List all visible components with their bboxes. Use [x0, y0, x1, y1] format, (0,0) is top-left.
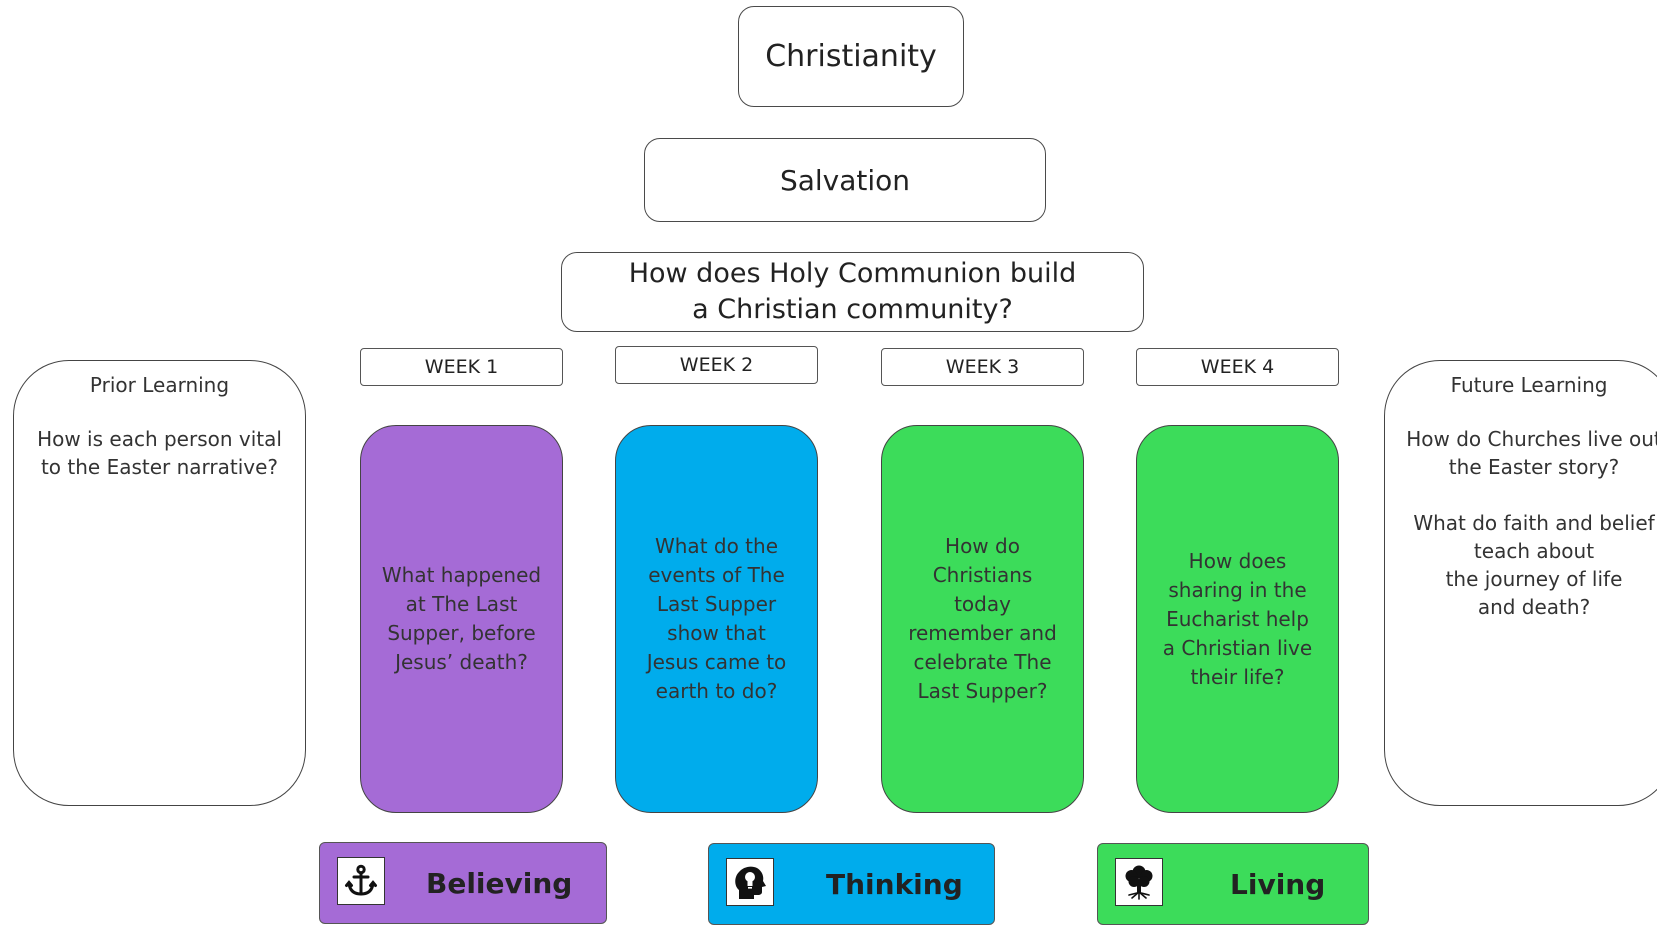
week-2-question: What do the events of The Last Supper sh… — [646, 534, 787, 703]
week-1-label: WEEK 1 — [360, 348, 563, 386]
week-4-question-card: How does sharing in the Eucharist help a… — [1136, 425, 1339, 813]
future-learning-question-1: How do Churches live out the Easter stor… — [1406, 427, 1657, 479]
believing-label: Believing — [426, 867, 573, 900]
week-4-label: WEEK 4 — [1136, 348, 1339, 386]
living-label: Living — [1230, 868, 1326, 901]
topic-label: Salvation — [779, 163, 911, 197]
week-3-question-card: How do Christians today remember and cel… — [881, 425, 1084, 813]
believing-strand: Believing — [319, 842, 607, 924]
anchor-icon — [337, 857, 385, 905]
prior-learning-question: How is each person vital to the Easter n… — [37, 427, 282, 479]
living-strand: Living — [1097, 843, 1369, 925]
prior-learning-box: Prior Learning How is each person vital … — [13, 360, 306, 806]
week-3-question: How do Christians today remember and cel… — [908, 534, 1057, 703]
page-title: Christianity — [765, 39, 937, 74]
big-question-box: How does Holy Communion build a Christia… — [561, 252, 1144, 332]
week-1-question: What happened at The Last Supper, before… — [381, 563, 542, 674]
week-1-question-card: What happened at The Last Supper, before… — [360, 425, 563, 813]
week-4-question: How does sharing in the Eucharist help a… — [1162, 548, 1313, 689]
head-lightbulb-icon — [726, 858, 774, 906]
topic-box: Salvation — [644, 138, 1046, 222]
big-question-line-1: How does Holy Communion build — [628, 257, 1077, 289]
week-2-label: WEEK 2 — [615, 346, 818, 384]
future-learning-question-2: What do faith and belief teach about the… — [1413, 511, 1655, 619]
big-question-line-2: a Christian community? — [692, 294, 1013, 325]
tree-icon — [1115, 858, 1163, 906]
week-3-label: WEEK 3 — [881, 348, 1084, 386]
title-box: Christianity — [738, 6, 964, 107]
thinking-strand: Thinking — [708, 843, 995, 925]
week-2-question-card: What do the events of The Last Supper sh… — [615, 425, 818, 813]
thinking-label: Thinking — [826, 868, 963, 901]
prior-learning-title: Prior Learning — [89, 373, 230, 397]
future-learning-title: Future Learning — [1450, 373, 1608, 397]
